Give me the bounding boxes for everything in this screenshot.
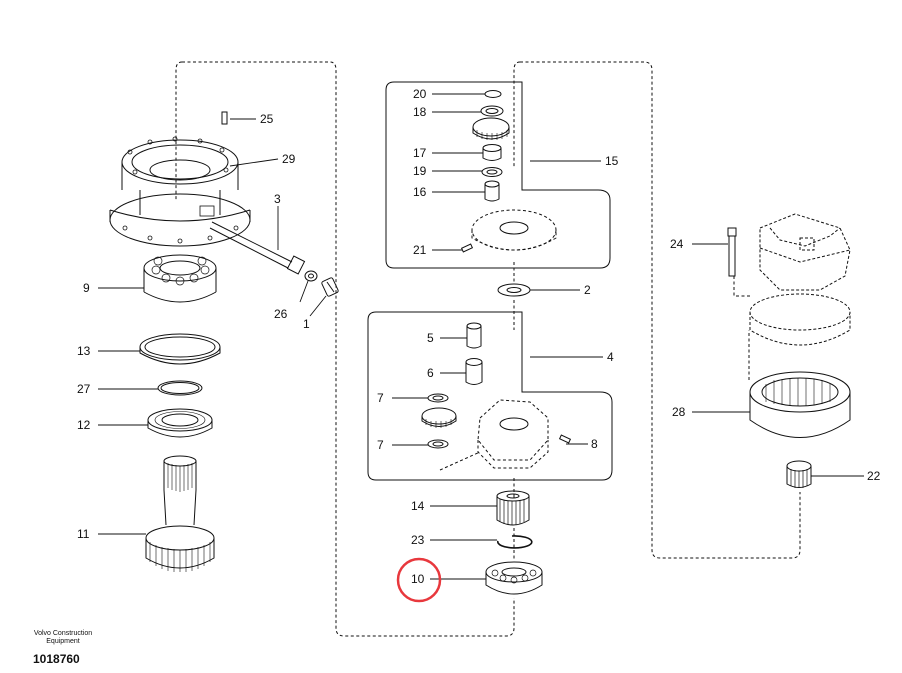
callout-7-upper: 7 xyxy=(377,391,384,405)
callout-25: 25 xyxy=(260,112,274,126)
callout-6: 6 xyxy=(427,366,434,380)
callout-23: 23 xyxy=(411,533,425,547)
carrier-15 xyxy=(471,209,557,251)
bracket-box-15 xyxy=(385,81,611,269)
part-2-washer xyxy=(497,283,531,297)
callout-9: 9 xyxy=(83,281,90,295)
callout-28: 28 xyxy=(672,405,686,419)
planet-gear-upper xyxy=(472,117,510,140)
leader-lines xyxy=(98,93,864,580)
part-9-bearing xyxy=(143,254,217,303)
planet-gear-lower xyxy=(421,407,457,428)
brand-block: Volvo Construction Equipment xyxy=(18,630,108,646)
assembly-boundary-lines xyxy=(175,61,801,637)
callout-1: 1 xyxy=(303,317,310,331)
callout-16: 16 xyxy=(413,185,427,199)
callout-21: 21 xyxy=(413,243,427,257)
part-11-shaft xyxy=(145,455,215,572)
callout-24: 24 xyxy=(670,237,684,251)
callout-18: 18 xyxy=(413,105,427,119)
part-28-ring-gear xyxy=(749,371,851,438)
part-14-gear xyxy=(496,490,530,526)
part-1-nut xyxy=(321,277,339,297)
part-27-oring xyxy=(157,380,203,396)
callout-5: 5 xyxy=(427,331,434,345)
part-19-washer xyxy=(481,167,503,177)
part-13-ring xyxy=(139,333,221,365)
part-7-lower-washer xyxy=(427,439,449,449)
callout-8: 8 xyxy=(591,437,598,451)
callout-4: 4 xyxy=(607,350,614,364)
part-16-pin xyxy=(484,180,500,202)
callout-26: 26 xyxy=(274,307,288,321)
part-26-washer xyxy=(304,270,318,282)
part-29-housing xyxy=(109,136,251,247)
callout-19: 19 xyxy=(413,164,427,178)
part-24-bolt xyxy=(727,227,737,277)
carrier-4 xyxy=(439,399,549,471)
part-8-pin xyxy=(558,434,572,444)
part-5-pin xyxy=(466,322,482,349)
part-17-bushing xyxy=(482,144,502,161)
brand-line-2: Equipment xyxy=(46,638,80,645)
part-3-bolt xyxy=(209,221,306,275)
part-25-bolt xyxy=(221,111,228,125)
callout-labels: 25 29 3 26 1 9 13 27 12 11 20 18 17 19 1… xyxy=(77,87,881,586)
part-12-seal xyxy=(147,408,213,438)
document-number: 1018760 xyxy=(33,652,80,666)
callout-22: 22 xyxy=(867,469,881,483)
part-22-plug xyxy=(786,460,812,488)
callout-13: 13 xyxy=(77,344,91,358)
callout-7-lower: 7 xyxy=(377,438,384,452)
callout-15: 15 xyxy=(605,154,619,168)
hydraulic-motor xyxy=(749,213,851,346)
callout-27: 27 xyxy=(77,382,91,396)
part-7-upper-washer xyxy=(427,393,449,403)
part-10-bearing xyxy=(485,561,543,595)
part-18-washer xyxy=(480,105,504,117)
callout-29: 29 xyxy=(282,152,296,166)
part-6-pin xyxy=(465,358,483,385)
callout-14: 14 xyxy=(411,499,425,513)
part-20-ring xyxy=(484,90,502,98)
callout-2: 2 xyxy=(584,283,591,297)
callout-12: 12 xyxy=(77,418,91,432)
callout-3: 3 xyxy=(274,192,281,206)
callout-17: 17 xyxy=(413,146,427,160)
callout-20: 20 xyxy=(413,87,427,101)
callout-11: 11 xyxy=(77,527,90,541)
part-23-snapring xyxy=(497,535,533,549)
brand-line-1: Volvo Construction xyxy=(33,630,93,637)
bracket-box-4 xyxy=(367,311,613,481)
highlight-circle xyxy=(396,557,442,603)
part-21-pin xyxy=(460,243,474,253)
callout-10: 10 xyxy=(411,572,425,586)
